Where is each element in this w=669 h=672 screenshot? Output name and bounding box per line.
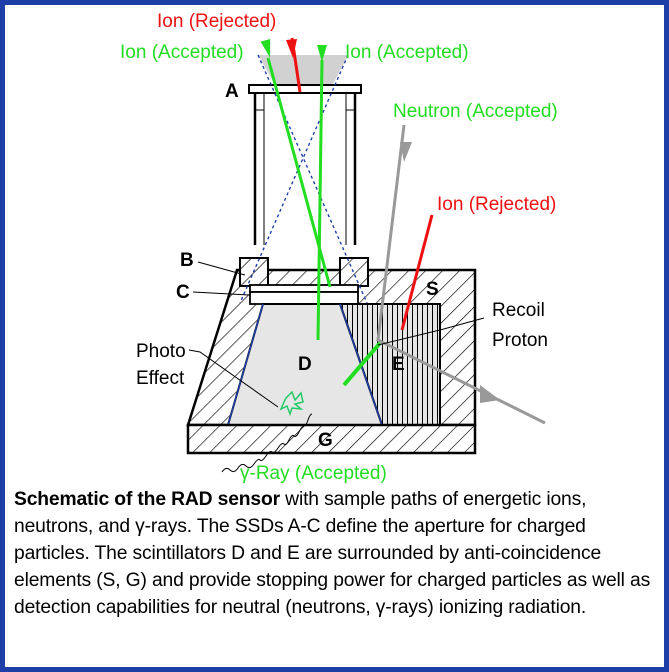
label-gamma-ray: γ-Ray (Accepted) <box>240 463 387 484</box>
anticoincidence-g <box>186 423 477 455</box>
rad-sensor-diagram: Ion (Rejected) Ion (Accepted) Ion (Accep… <box>120 11 558 484</box>
detector-b <box>249 284 359 293</box>
photo-effect-burst <box>279 390 304 417</box>
label-a: A <box>225 81 239 102</box>
label-e: E <box>392 354 405 375</box>
label-ion-accepted-left: Ion (Accepted) <box>120 42 244 63</box>
label-s: S <box>426 279 439 300</box>
recoil-proton-track <box>342 341 382 387</box>
label-ion-rejected-right: Ion (Rejected) <box>437 194 556 215</box>
ion-rejected-top-track <box>286 37 302 93</box>
gamma-ray-track <box>221 413 313 473</box>
label-g: G <box>318 430 333 451</box>
ion-rejected-right-track <box>400 214 434 331</box>
label-effect: Effect <box>136 368 185 389</box>
label-c: C <box>176 282 190 303</box>
caption-text: with sample paths of energetic ions, neu… <box>14 489 651 618</box>
label-b: B <box>180 250 194 271</box>
label-photo: Photo <box>136 341 186 362</box>
label-ion-accepted-right: Ion (Accepted) <box>345 42 469 63</box>
label-neutron-accepted: Neutron (Accepted) <box>393 101 558 122</box>
detector-c <box>249 291 359 305</box>
label-d: D <box>298 354 312 375</box>
figure-caption: Schematic of the RAD sensor with sample … <box>14 486 660 621</box>
caption-bold: Schematic of the RAD sensor <box>14 489 280 510</box>
label-proton: Proton <box>492 330 548 351</box>
label-ion-rejected-top: Ion (Rejected) <box>157 11 276 32</box>
aperture-tube <box>248 84 362 245</box>
leader-lines <box>188 261 485 408</box>
acceptance-cone <box>258 55 348 90</box>
label-recoil: Recoil <box>492 300 545 321</box>
ion-accepted-tracks <box>266 57 332 341</box>
